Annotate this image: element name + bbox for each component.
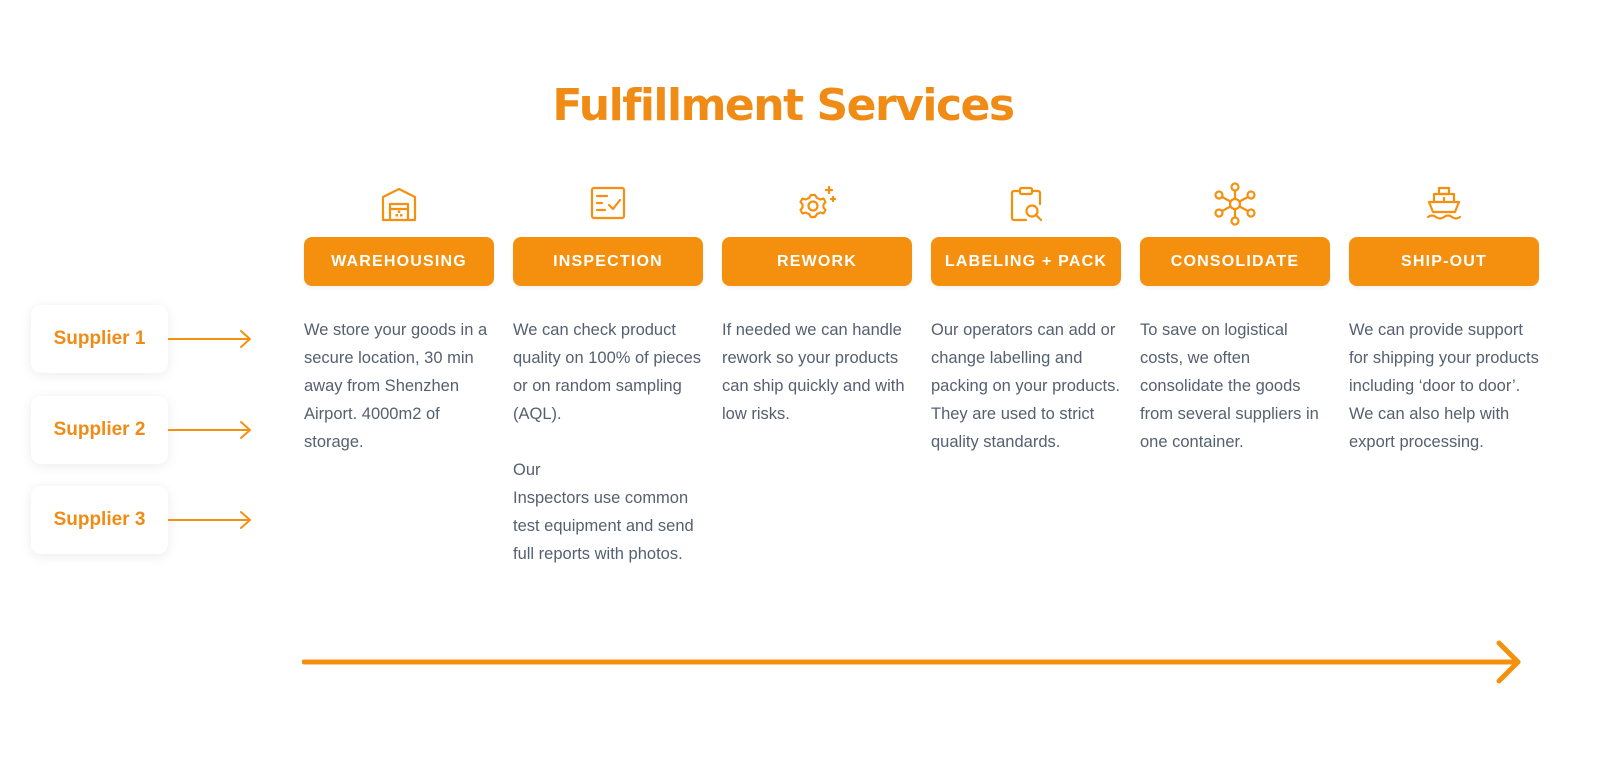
clipboard-search-icon bbox=[931, 182, 1121, 226]
labeling-pack-description: Our operators can add or change labellin… bbox=[931, 321, 1125, 451]
warehousing-description: We store your goods in a secure location… bbox=[304, 321, 492, 451]
checklist-icon bbox=[513, 182, 703, 226]
inspection-description: We can check product quality on 100% of … bbox=[513, 321, 702, 563]
supplier-row: Supplier 3 bbox=[31, 486, 261, 554]
warehouse-icon bbox=[304, 182, 494, 226]
rework-button[interactable]: REWORK bbox=[722, 237, 912, 286]
ship-icon bbox=[1349, 182, 1539, 226]
supplier-3-card: Supplier 3 bbox=[31, 486, 168, 554]
consolidate-description: To save on logistical costs, we often co… bbox=[1140, 321, 1324, 451]
rework-description: If needed we can handle rework so your p… bbox=[722, 321, 910, 423]
supplier-row: Supplier 1 bbox=[31, 305, 261, 373]
warehousing-button[interactable]: WAREHOUSING bbox=[304, 237, 494, 286]
arrow-right-icon bbox=[168, 421, 251, 439]
consolidate-button[interactable]: CONSOLIDATE bbox=[1140, 237, 1330, 286]
inspection-button[interactable]: INSPECTION bbox=[513, 237, 703, 286]
network-hub-icon bbox=[1140, 182, 1330, 226]
ship-out-button[interactable]: SHIP-OUT bbox=[1349, 237, 1539, 286]
arrow-right-icon bbox=[168, 511, 251, 529]
gear-sparkle-icon bbox=[722, 182, 912, 226]
labeling-pack-button[interactable]: LABELING + PACK bbox=[931, 237, 1121, 286]
arrow-right-icon bbox=[168, 330, 251, 348]
timeline-arrow bbox=[302, 640, 1521, 684]
supplier-2-card: Supplier 2 bbox=[31, 396, 168, 464]
page-title: Fulfillment Services bbox=[552, 80, 1015, 131]
supplier-row: Supplier 2 bbox=[31, 396, 261, 464]
supplier-1-card: Supplier 1 bbox=[31, 305, 168, 373]
ship-out-description: We can provide support for shipping your… bbox=[1349, 321, 1544, 451]
